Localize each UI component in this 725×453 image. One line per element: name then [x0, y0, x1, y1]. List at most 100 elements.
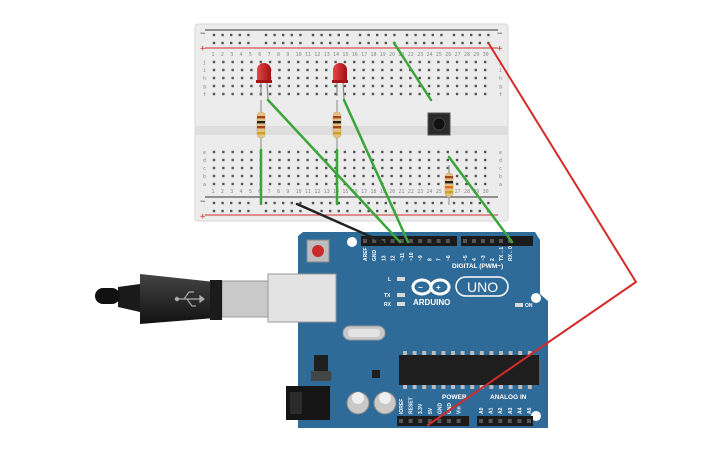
breadboard-hole[interactable]	[483, 92, 487, 96]
breadboard-hole[interactable]	[427, 174, 431, 178]
breadboard-hole[interactable]	[212, 158, 216, 162]
breadboard-hole[interactable]	[418, 150, 421, 154]
breadboard-hole[interactable]	[343, 92, 347, 96]
breadboard-hole[interactable]	[446, 150, 449, 154]
breadboard-hole[interactable]	[390, 92, 393, 96]
rail-hole[interactable]	[346, 201, 349, 205]
analog-pin[interactable]	[517, 419, 522, 423]
breadboard-hole[interactable]	[381, 84, 384, 88]
breadboard-hole[interactable]	[250, 76, 253, 80]
resistor-3[interactable]	[444, 165, 454, 205]
breadboard-hole[interactable]	[231, 60, 234, 64]
rail-hole[interactable]	[358, 201, 362, 205]
rail-hole[interactable]	[423, 41, 426, 45]
breadboard-hole[interactable]	[381, 92, 384, 96]
breadboard-hole[interactable]	[381, 150, 384, 154]
rail-hole[interactable]	[238, 209, 241, 213]
breadboard-hole[interactable]	[334, 174, 337, 178]
breadboard-hole[interactable]	[465, 174, 468, 178]
breadboard-hole[interactable]	[287, 150, 290, 154]
rail-hole[interactable]	[376, 209, 379, 213]
breadboard-hole[interactable]	[315, 174, 319, 178]
breadboard-hole[interactable]	[315, 68, 319, 72]
breadboard-hole[interactable]	[465, 158, 468, 162]
breadboard-hole[interactable]	[343, 60, 347, 64]
breadboard-hole[interactable]	[465, 84, 468, 88]
breadboard-hole[interactable]	[474, 174, 477, 178]
rail-hole[interactable]	[440, 201, 443, 205]
analog-pin[interactable]	[507, 419, 512, 423]
rail-hole[interactable]	[273, 41, 276, 45]
breadboard-hole[interactable]	[362, 76, 365, 80]
breadboard-hole[interactable]	[240, 174, 244, 178]
breadboard-hole[interactable]	[446, 68, 449, 72]
breadboard-hole[interactable]	[222, 76, 225, 80]
breadboard-hole[interactable]	[465, 60, 468, 64]
breadboard-hole[interactable]	[296, 60, 300, 64]
led-2[interactable]	[332, 63, 348, 100]
breadboard-hole[interactable]	[325, 60, 328, 64]
pushbutton-cap[interactable]	[432, 117, 446, 131]
rail-hole[interactable]	[282, 201, 285, 205]
breadboard-hole[interactable]	[306, 174, 309, 178]
breadboard-hole[interactable]	[222, 60, 225, 64]
breadboard-hole[interactable]	[222, 68, 225, 72]
breadboard-hole[interactable]	[296, 84, 300, 88]
breadboard-hole[interactable]	[465, 76, 468, 80]
breadboard-hole[interactable]	[306, 182, 309, 186]
breadboard-hole[interactable]	[240, 158, 244, 162]
rail-hole[interactable]	[346, 33, 349, 37]
breadboard-hole[interactable]	[353, 150, 356, 154]
breadboard-hole[interactable]	[353, 84, 356, 88]
breadboard-hole[interactable]	[455, 68, 459, 72]
breadboard-hole[interactable]	[418, 68, 421, 72]
rail-hole[interactable]	[470, 201, 473, 205]
breadboard-hole[interactable]	[483, 166, 487, 170]
power-pin[interactable]	[456, 419, 461, 423]
breadboard-hole[interactable]	[474, 68, 477, 72]
breadboard-hole[interactable]	[399, 84, 403, 88]
breadboard-hole[interactable]	[353, 174, 356, 178]
rail-hole[interactable]	[264, 201, 268, 205]
breadboard-hole[interactable]	[371, 84, 375, 88]
breadboard-hole[interactable]	[353, 76, 356, 80]
breadboard-hole[interactable]	[362, 174, 365, 178]
breadboard-hole[interactable]	[268, 182, 272, 186]
rail-hole[interactable]	[414, 33, 417, 37]
rail-hole[interactable]	[393, 201, 396, 205]
breadboard-hole[interactable]	[455, 174, 459, 178]
digital-pin[interactable]	[436, 239, 441, 243]
rail-hole[interactable]	[440, 209, 443, 213]
rail-hole[interactable]	[393, 33, 396, 37]
breadboard-hole[interactable]	[465, 150, 468, 154]
resistor-1[interactable]	[256, 100, 266, 150]
rail-hole[interactable]	[221, 41, 224, 45]
breadboard-hole[interactable]	[212, 92, 216, 96]
rail-hole[interactable]	[461, 201, 464, 205]
rail-hole[interactable]	[337, 201, 340, 205]
breadboard-hole[interactable]	[399, 92, 403, 96]
breadboard-hole[interactable]	[399, 68, 403, 72]
rail-hole[interactable]	[431, 201, 434, 205]
rail-hole[interactable]	[212, 209, 216, 213]
breadboard-hole[interactable]	[353, 166, 356, 170]
rail-hole[interactable]	[212, 201, 216, 205]
breadboard-hole[interactable]	[427, 76, 431, 80]
breadboard-hole[interactable]	[418, 158, 421, 162]
breadboard-hole[interactable]	[371, 158, 375, 162]
rail-hole[interactable]	[376, 41, 379, 45]
rail-hole[interactable]	[238, 201, 241, 205]
breadboard-hole[interactable]	[306, 166, 309, 170]
breadboard-hole[interactable]	[325, 174, 328, 178]
breadboard-hole[interactable]	[390, 68, 393, 72]
breadboard-hole[interactable]	[296, 158, 300, 162]
rail-hole[interactable]	[461, 41, 464, 45]
breadboard-hole[interactable]	[474, 158, 477, 162]
breadboard-hole[interactable]	[483, 84, 487, 88]
breadboard-hole[interactable]	[362, 150, 365, 154]
breadboard-hole[interactable]	[418, 182, 421, 186]
digital-pin[interactable]	[399, 239, 404, 243]
breadboard-hole[interactable]	[437, 182, 440, 186]
rail-hole[interactable]	[414, 209, 417, 213]
